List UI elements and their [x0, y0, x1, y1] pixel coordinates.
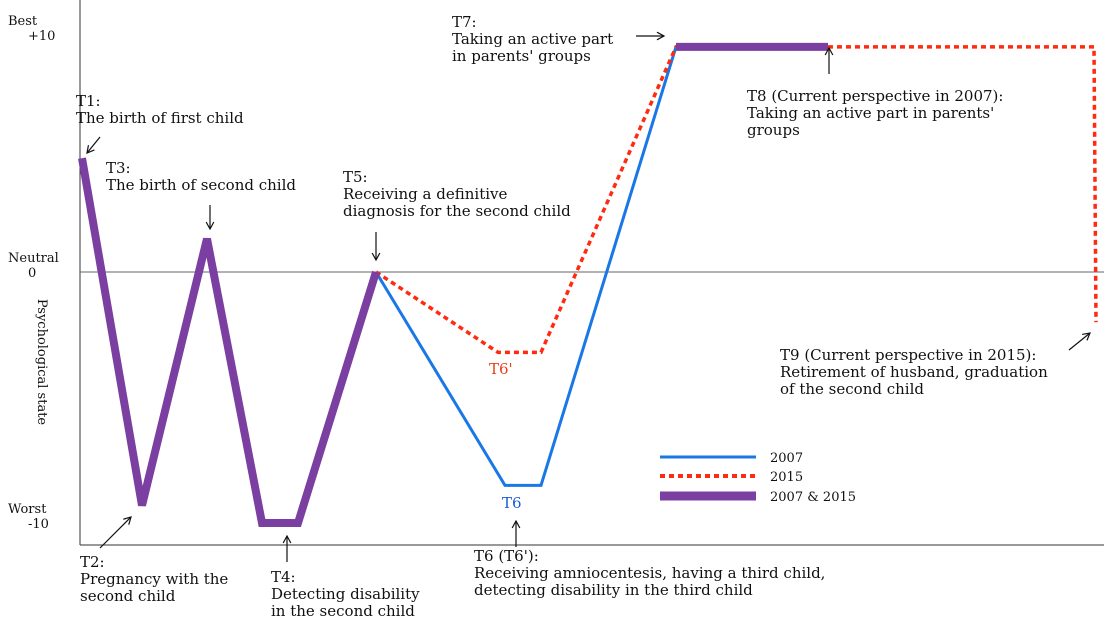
annotation-labels: T6 T6' T1:The birth of first childT2:Pregn…: [76, 13, 1048, 620]
annotation-arrows: [86, 31, 1091, 562]
annotation-t8: T8 (Current perspective in 2007):Taking …: [747, 87, 1003, 139]
annotation-t6: T6 (T6'):Receiving amniocentesis, having…: [474, 547, 825, 599]
arrow-t2-shaft: [99, 516, 132, 549]
legend: 2007 2015 2007 & 2015: [660, 451, 856, 505]
annotation-t9: T9 (Current perspective in 2015):Retirem…: [780, 346, 1048, 398]
arrow-t2-head: [123, 516, 132, 525]
series-layer: [78, 42, 1098, 527]
arrow-t4-head: [282, 534, 292, 544]
y-tick-value-2: -10: [28, 517, 49, 532]
legend-label-s2015: 2015: [770, 470, 803, 485]
y-tick-name-0: Best: [8, 14, 38, 29]
legend-label-both: 2007 & 2015: [770, 490, 856, 505]
arrow-t6-head: [511, 519, 521, 529]
arrow-t5-head: [371, 252, 381, 262]
arrow-t9-shaft: [1068, 332, 1091, 351]
series-line-1: [374, 46, 678, 487]
annotation-t3: T3:The birth of second child: [106, 159, 296, 194]
point-label-t6: T6: [502, 494, 522, 512]
arrow-t1-shaft: [86, 136, 101, 154]
arrow-t8-head: [824, 46, 834, 56]
point-label-t6-prime: T6': [489, 360, 513, 378]
y-tick-value-0: +10: [28, 29, 55, 44]
arrow-t7-head: [656, 31, 666, 41]
series-line-0: [78, 157, 380, 527]
arrow-t3-head: [205, 221, 215, 231]
annotation-t1: T1:The birth of first child: [76, 92, 244, 127]
arrow-t9-head: [1082, 332, 1091, 341]
y-axis-label: Psychological state: [34, 299, 49, 426]
arrow-t1-head: [86, 145, 95, 154]
y-tick-value-1: 0: [28, 266, 36, 281]
y-tick-name-2: Worst: [8, 502, 47, 517]
legend-label-s2007: 2007: [770, 451, 803, 466]
y-tick-name-1: Neutral: [8, 251, 59, 266]
